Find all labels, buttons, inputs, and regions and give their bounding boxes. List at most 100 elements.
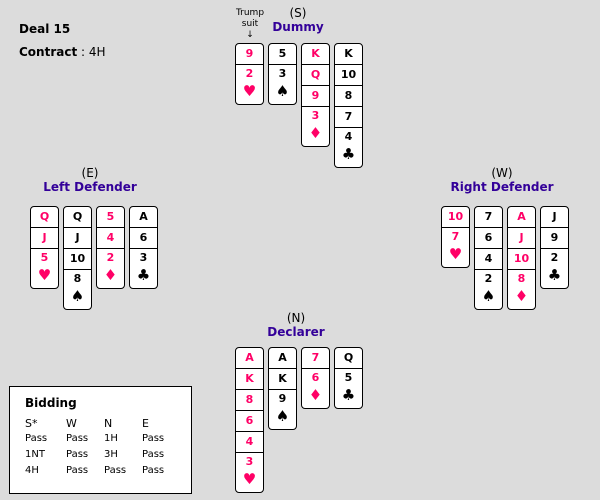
bid-cell: Pass <box>66 449 89 460</box>
card-6-of-spades[interactable]: 6 <box>475 228 502 249</box>
bid-cell: 3H <box>104 449 118 460</box>
card-8-of-diamonds[interactable]: 8♦ <box>508 270 535 309</box>
dummy-header: (S)Dummy <box>268 6 328 34</box>
card-rank: 2 <box>245 67 254 80</box>
card-rank: 10 <box>69 252 86 265</box>
card-4-of-spades[interactable]: 4 <box>475 249 502 270</box>
card-4-of-diamonds[interactable]: 4 <box>97 228 124 249</box>
seat-label: (S) <box>289 6 307 20</box>
card-rank: 5 <box>40 251 49 264</box>
club-icon: ♣ <box>547 266 562 284</box>
card-rank: A <box>139 210 148 223</box>
card-9-of-clubs[interactable]: 9 <box>541 228 568 249</box>
card-J-of-diamonds[interactable]: J <box>508 228 535 249</box>
card-rank: 9 <box>550 231 559 244</box>
card-J-of-hearts[interactable]: J <box>31 228 58 249</box>
left-defender-header: (E)Left Defender <box>20 166 160 194</box>
card-9-of-spades[interactable]: 9♠ <box>269 390 296 429</box>
declarer-header: (N)Declarer <box>256 311 336 339</box>
card-3-of-hearts[interactable]: 3♥ <box>236 453 263 492</box>
card-4-of-hearts[interactable]: 4 <box>236 432 263 453</box>
card-Q-of-clubs[interactable]: Q <box>335 348 362 369</box>
card-10-of-spades[interactable]: 10 <box>64 249 91 270</box>
card-7-of-diamonds[interactable]: 7 <box>302 348 329 369</box>
card-rank: 6 <box>245 414 254 427</box>
card-9-of-hearts[interactable]: 9 <box>236 44 263 65</box>
role-label: Dummy <box>272 20 324 34</box>
card-8-of-hearts[interactable]: 8 <box>236 390 263 411</box>
card-6-of-hearts[interactable]: 6 <box>236 411 263 432</box>
card-Q-of-spades[interactable]: Q <box>64 207 91 228</box>
card-7-of-spades[interactable]: 7 <box>475 207 502 228</box>
card-5-of-clubs[interactable]: 5♣ <box>335 369 362 408</box>
card-A-of-clubs[interactable]: A <box>130 207 157 228</box>
card-2-of-spades[interactable]: 2♠ <box>475 270 502 309</box>
card-5-of-hearts[interactable]: 5♥ <box>31 249 58 288</box>
contract-value: 4H <box>88 45 106 59</box>
seat-label: (W) <box>491 166 513 180</box>
card-J-of-clubs[interactable]: J <box>541 207 568 228</box>
card-7-of-hearts[interactable]: 7♥ <box>442 228 469 267</box>
role-label: Right Defender <box>450 180 554 194</box>
card-7-of-clubs[interactable]: 7 <box>335 107 362 128</box>
card-rank: J <box>75 231 80 244</box>
card-10-of-diamonds[interactable]: 10 <box>508 249 535 270</box>
card-Q-of-hearts[interactable]: Q <box>31 207 58 228</box>
card-rank: A <box>278 351 287 364</box>
right-defender-header: (W)Right Defender <box>432 166 572 194</box>
deal-number: Deal 15 <box>19 22 71 36</box>
card-10-of-clubs[interactable]: 10 <box>335 65 362 86</box>
card-rank: 8 <box>344 89 353 102</box>
heart-icon: ♥ <box>242 82 257 100</box>
card-rank: 9 <box>311 89 320 102</box>
bidding-header: E <box>142 417 149 430</box>
card-3-of-diamonds[interactable]: 3♦ <box>302 107 329 146</box>
card-6-of-diamonds[interactable]: 6♦ <box>302 369 329 408</box>
card-rank: 9 <box>278 392 287 405</box>
bid-cell: 4H <box>25 465 39 476</box>
card-rank: K <box>245 372 254 385</box>
card-J-of-spades[interactable]: J <box>64 228 91 249</box>
card-K-of-spades[interactable]: K <box>269 369 296 390</box>
card-rank: 7 <box>344 110 353 123</box>
card-2-of-clubs[interactable]: 2♣ <box>541 249 568 288</box>
card-9-of-diamonds[interactable]: 9 <box>302 86 329 107</box>
card-5-of-diamonds[interactable]: 5 <box>97 207 124 228</box>
card-rank: 4 <box>344 130 353 143</box>
diamond-icon: ♦ <box>308 124 323 142</box>
card-A-of-spades[interactable]: A <box>269 348 296 369</box>
card-3-of-spades[interactable]: 3♠ <box>269 65 296 104</box>
card-3-of-clubs[interactable]: 3♣ <box>130 249 157 288</box>
card-2-of-hearts[interactable]: 2♥ <box>236 65 263 104</box>
card-5-of-spades[interactable]: 5 <box>269 44 296 65</box>
card-K-of-clubs[interactable]: K <box>335 44 362 65</box>
card-2-of-diamonds[interactable]: 2♦ <box>97 249 124 288</box>
bid-cell: 1NT <box>25 449 45 460</box>
card-rank: 5 <box>106 210 115 223</box>
card-rank: Q <box>310 68 321 81</box>
suit-column-clubs: J 9 2♣ <box>540 206 569 289</box>
card-10-of-hearts[interactable]: 10 <box>442 207 469 228</box>
card-8-of-clubs[interactable]: 8 <box>335 86 362 107</box>
card-6-of-clubs[interactable]: 6 <box>130 228 157 249</box>
role-label: Declarer <box>267 325 325 339</box>
card-Q-of-diamonds[interactable]: Q <box>302 65 329 86</box>
role-label: Left Defender <box>43 180 137 194</box>
spade-icon: ♠ <box>275 82 290 100</box>
card-A-of-hearts[interactable]: A <box>236 348 263 369</box>
card-rank: A <box>245 351 254 364</box>
card-4-of-clubs[interactable]: 4♣ <box>335 128 362 167</box>
card-K-of-hearts[interactable]: K <box>236 369 263 390</box>
bid-cell: Pass <box>25 433 48 444</box>
card-A-of-diamonds[interactable]: A <box>508 207 535 228</box>
card-K-of-diamonds[interactable]: K <box>302 44 329 65</box>
card-8-of-spades[interactable]: 8♠ <box>64 270 91 309</box>
card-rank: A <box>517 210 526 223</box>
